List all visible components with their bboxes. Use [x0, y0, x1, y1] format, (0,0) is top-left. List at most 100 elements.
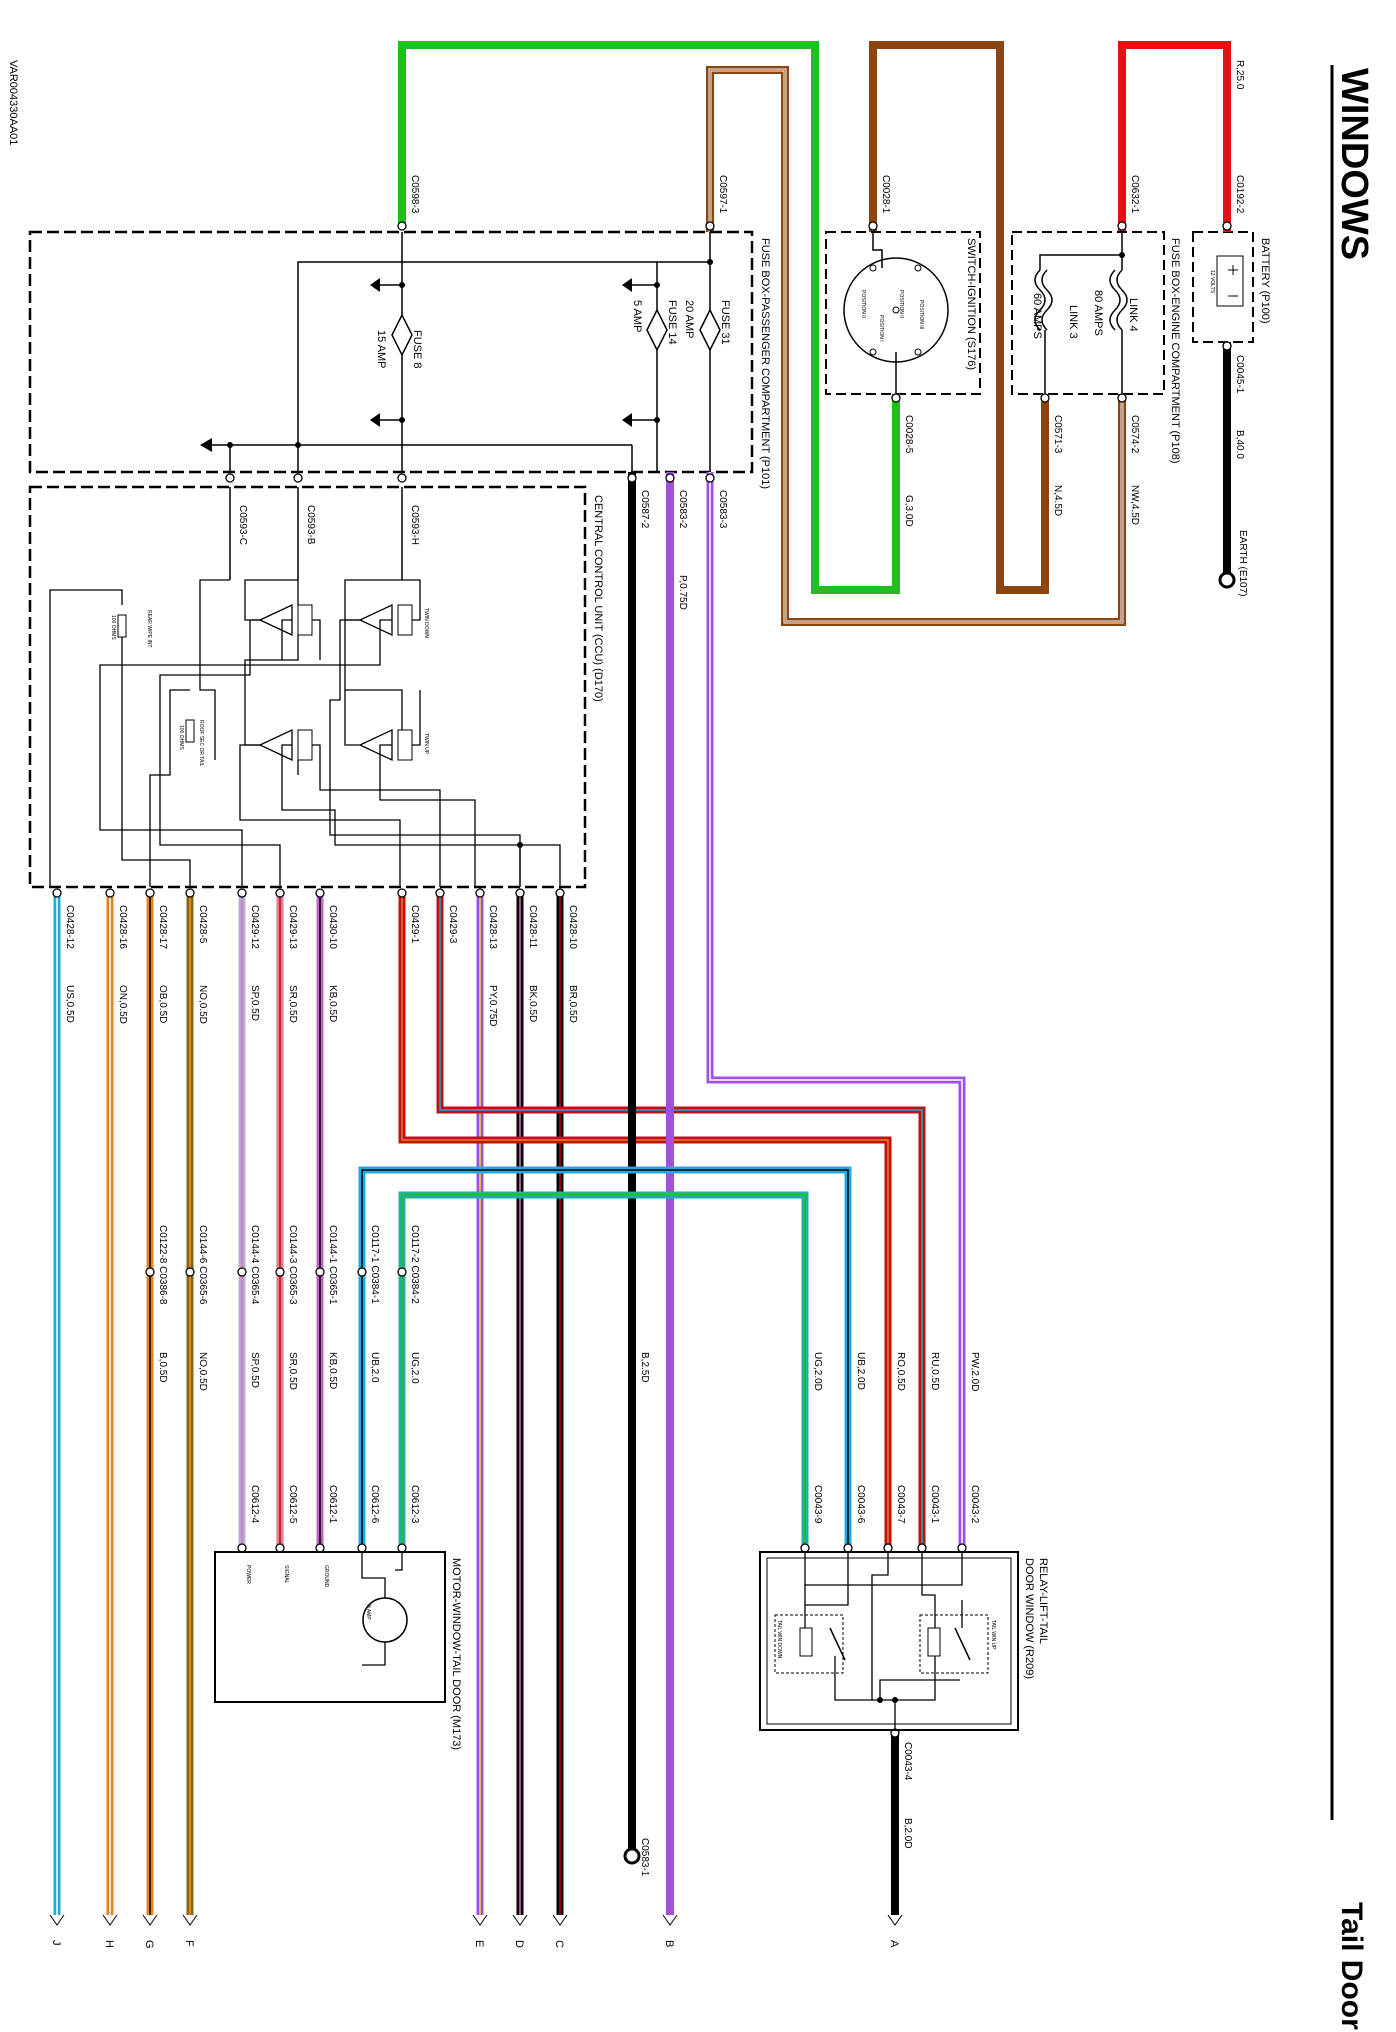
relay-pin-9: C0043-9 [812, 1485, 823, 1524]
label-c0593-b: C0593-B [305, 505, 316, 545]
terminal-h: H [103, 1940, 115, 1948]
ground-c0583-1 [623, 1847, 641, 1865]
pin-c0428-12: C0428-12 [64, 905, 75, 949]
mid-wire-4: SR,0.5D [287, 1352, 298, 1390]
fusebox-passenger: FUSE BOX-PASSENGER COMPARTMENT (P101) FU… [28, 230, 771, 489]
relay-tail-up: TAIL WIN UP [990, 1620, 996, 1650]
mid-wire-5: KB,0.5D [327, 1352, 338, 1389]
pin-c0429-13: C0429-13 [287, 905, 298, 949]
relay-tail-down: TAIL WIN DOWN [776, 1620, 782, 1659]
relay-wire-ro: RO,0.5D [895, 1352, 906, 1391]
motor-pin-5: C0612-5 [287, 1485, 298, 1524]
motor-amp: 8 AMP [365, 1605, 371, 1620]
link3-label: LINK 3 [1067, 305, 1079, 339]
terminal-j: J [50, 1940, 62, 1946]
fusebox-passenger-label: FUSE BOX-PASSENGER COMPARTMENT (P101) [759, 238, 771, 489]
label-c0597-1: C0597-1 [717, 175, 728, 214]
pin-c0428-16: C0428-16 [117, 905, 128, 949]
ign-pos-2: POSITION II [898, 290, 904, 318]
pin-c0428-17: C0428-17 [157, 905, 168, 949]
terminal-d: D [513, 1940, 525, 1948]
ign-pos-0: POSITION 0 [860, 290, 866, 318]
pin-c0429-3: C0429-3 [447, 905, 458, 944]
ccu-ohms-2: 100 OHMS [178, 725, 184, 750]
ccu-roof-sec: ROOF SEC OR TAIL [198, 720, 204, 767]
mid-conn-3: C0144-4 C0365-4 [249, 1225, 260, 1305]
label-g3: G,3.0D [903, 495, 914, 527]
fusebox-engine-label: FUSE BOX-ENGINE COMPARTMENT (P108) [1169, 238, 1181, 464]
label-c0583-3: C0583-3 [717, 490, 728, 529]
fuse14-label: FUSE 14 [666, 300, 678, 345]
motor-label: MOTOR-WINDOW-TAIL DOOR (M173) [450, 1558, 462, 1750]
fuse31-amps: 20 AMP [683, 300, 695, 339]
label-c0028-1: C0028-1 [880, 175, 891, 214]
label-n45: N,4.5D [1052, 485, 1063, 516]
label-c0028-5: C0028-5 [903, 415, 914, 454]
central-control-unit: CENTRAL CONTROL UNIT (CCU) (D170) TWIN D… [28, 485, 604, 889]
mid-wire-6: UB,2.0 [369, 1352, 380, 1383]
mid-wire-7: UG,2.0 [409, 1352, 420, 1384]
mid-wire-1: NO,0.5D [197, 1352, 208, 1391]
motor-power: POWER [245, 1565, 251, 1584]
motor-ground: GROUND [323, 1565, 329, 1588]
wire-label-sr: SR,0.5D [287, 985, 298, 1023]
wire-label-sp: SP,0.5D [249, 985, 260, 1021]
pin-c0428-10: C0428-10 [567, 905, 578, 949]
ign-pos-1: POSITION I [878, 315, 884, 342]
label-c0583-2: C0583-2 [677, 490, 688, 529]
terminal-c: C [553, 1940, 565, 1948]
motor-pin-1: C0612-1 [327, 1485, 338, 1524]
relay-pin-4: C0043-4 [902, 1742, 913, 1781]
terminal-a: A [888, 1940, 900, 1948]
relay-wire-b20: B,2.0D [902, 1818, 913, 1849]
wire-label-br: BR,0.5D [567, 985, 578, 1023]
wire-label-on: ON,0.5D [117, 985, 128, 1024]
ccu-twin-up: TWIN UP [423, 733, 429, 755]
relay-wire-ug: UG,2.0D [812, 1352, 823, 1391]
wire-ro [398, 895, 892, 1545]
wire-label-py: PY,0.75D [487, 985, 498, 1027]
pin-c0429-12: C0429-12 [249, 905, 260, 949]
wire-label-no: NO,0.5D [197, 985, 208, 1024]
mid-wire-2: B,0.5D [157, 1352, 168, 1383]
relay-label-1: RELAY-LIFT-TAIL [1037, 1558, 1049, 1644]
label-c0574-2: C0574-2 [1129, 415, 1140, 454]
wire-ug [398, 1191, 809, 1550]
page-subtitle: Tail Door [1335, 1902, 1368, 2030]
diagram-code: VAR004330AA01 [7, 60, 19, 145]
motor-pin-3: C0612-3 [409, 1485, 420, 1524]
label-c0632-1: C0632-1 [1129, 175, 1140, 214]
mid-conn-1: C0144-6 C0365-6 [197, 1225, 208, 1305]
relay-label-2: DOOR WINDOW (R209) [1023, 1558, 1035, 1679]
terminal-e: E [473, 1940, 485, 1947]
pin-c0430-10: C0430-10 [327, 905, 338, 949]
label-c0593-h: C0593-H [409, 505, 420, 545]
link4-amps: 80 AMPS [1092, 290, 1104, 336]
relay-wire-ub: UB,2.0D [855, 1352, 866, 1390]
pin-c0428-11: C0428-11 [527, 905, 538, 949]
pin-c0428-13: C0428-13 [487, 905, 498, 949]
mid-conn-5: C0144-1 C0365-1 [327, 1225, 338, 1305]
label-c0587-2: C0587-2 [639, 490, 650, 529]
wire-label-bk: BK,0.5D [527, 985, 538, 1022]
mid-conn-6: C0117-1 C0384-1 [369, 1225, 380, 1304]
motor-pin-6: C0612-6 [369, 1485, 380, 1524]
mid-conn-4: C0144-3 C0365-3 [287, 1225, 298, 1305]
ign-pos-3: POSITION III [918, 300, 924, 329]
mid-conn-2: C0122-8 C0386-8 [157, 1225, 168, 1305]
relay-wire-ru: RU,0.5D [929, 1352, 940, 1390]
ccu-twin-down: TWIN DOWN [423, 608, 429, 638]
terminal-b: B [663, 1940, 675, 1947]
page-title: WINDOWS [1333, 68, 1375, 260]
battery-label: BATTERY (P100) [1259, 238, 1271, 324]
wire-n45 [869, 41, 1049, 594]
label-b40: B,40.0 [1234, 430, 1245, 459]
label-nw: NW,4.5D [1129, 485, 1140, 525]
relay-lift-tail-door-window: RELAY-LIFT-TAIL DOOR WINDOW (R209) TAIL … [759, 1551, 1049, 1731]
fuse8-label: FUSE 8 [411, 330, 423, 369]
wire-label-kb: KB,0.5D [327, 985, 338, 1022]
fusebox-engine: FUSE BOX-ENGINE COMPARTMENT (P108) LINK … [1011, 231, 1181, 464]
fuse14-amps: 5 AMP [631, 300, 643, 332]
